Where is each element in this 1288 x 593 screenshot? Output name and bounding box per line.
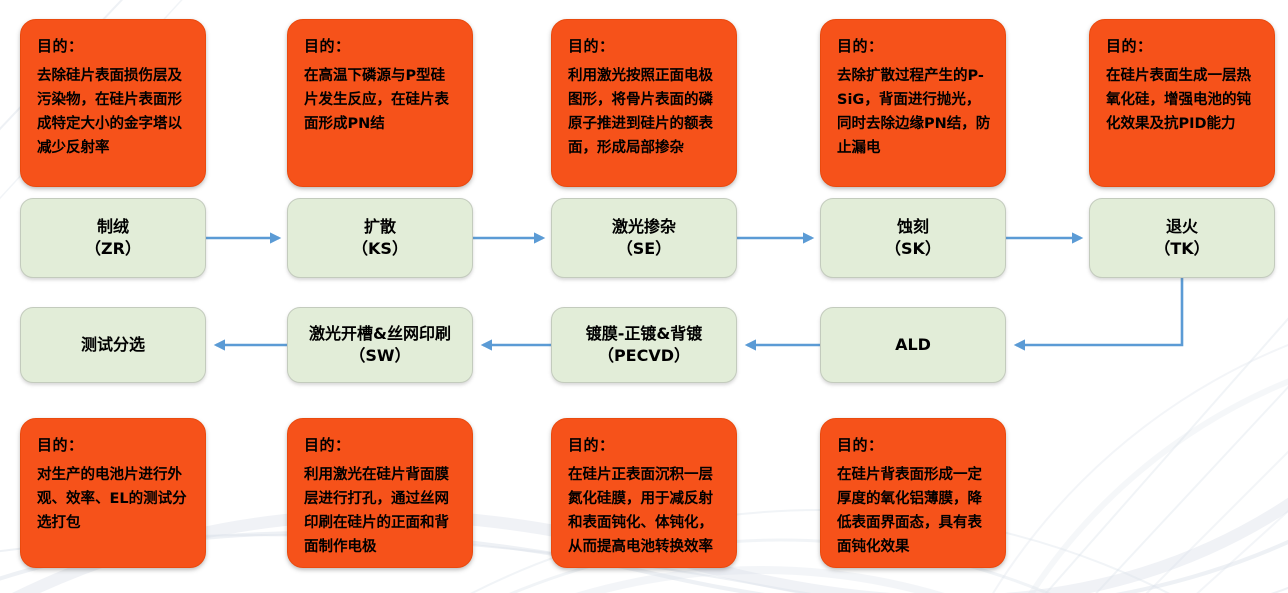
- purpose-heading: 目的：: [837, 436, 884, 454]
- step-name: 镀膜-正镀&背镀: [585, 324, 703, 343]
- purpose-box-ald: 目的： 在硅片背表面形成一定厚度的氧化铝薄膜，降低表面界面态，具有表面钝化效果: [820, 418, 1006, 568]
- purpose-box-sw: 目的： 利用激光在硅片背面膜层进行打孔，通过丝网印刷在硅片的正面和背面制作电极: [287, 418, 473, 568]
- step-name: 退火: [1165, 217, 1198, 236]
- step-box-tk: 退火 （TK）: [1089, 198, 1275, 278]
- step-code: （PECVD）: [597, 346, 691, 365]
- step-box-test-sort: 测试分选: [20, 307, 206, 383]
- step-code: （SK）: [885, 239, 941, 258]
- step-code: （SW）: [349, 346, 411, 365]
- purpose-heading: 目的：: [37, 436, 84, 454]
- purpose-box-se: 目的： 利用激光按照正面电极图形，将骨片表面的磷原子推进到硅片的额表面，形成局部…: [551, 19, 737, 187]
- purpose-box-sk: 目的： 去除扩散过程产生的P-SiG，背面进行抛光，同时去除边缘PN结，防止漏电: [820, 19, 1006, 187]
- purpose-heading: 目的：: [837, 37, 884, 55]
- step-box-sw: 激光开槽&丝网印刷 （SW）: [287, 307, 473, 383]
- step-box-zr: 制绒 （ZR）: [20, 198, 206, 278]
- step-name: ALD: [895, 335, 931, 354]
- purpose-heading: 目的：: [568, 37, 615, 55]
- step-name: 激光掺杂: [611, 217, 676, 236]
- purpose-text: 对生产的电池片进行外观、效率、EL的测试分选打包: [37, 467, 187, 531]
- purpose-text: 在硅片正表面沉积一层氮化硅膜，用于减反射和表面钝化、体钝化，从而提高电池转换效率: [568, 467, 713, 555]
- step-box-pecvd: 镀膜-正镀&背镀 （PECVD）: [551, 307, 737, 383]
- purpose-text: 在硅片表面生成一层热氧化硅，增强电池的钝化效果及抗PID能力: [1106, 68, 1251, 132]
- step-box-se: 激光掺杂 （SE）: [551, 198, 737, 278]
- purpose-text: 去除扩散过程产生的P-SiG，背面进行抛光，同时去除边缘PN结，防止漏电: [837, 68, 991, 156]
- purpose-text: 在高温下磷源与P型硅片发生反应，在硅片表面形成PN结: [304, 68, 449, 132]
- purpose-box-pecvd: 目的： 在硅片正表面沉积一层氮化硅膜，用于减反射和表面钝化、体钝化，从而提高电池…: [551, 418, 737, 568]
- purpose-box-test-sort: 目的： 对生产的电池片进行外观、效率、EL的测试分选打包: [20, 418, 206, 568]
- purpose-box-tk: 目的： 在硅片表面生成一层热氧化硅，增强电池的钝化效果及抗PID能力: [1089, 19, 1275, 187]
- step-box-ald: ALD: [820, 307, 1006, 383]
- purpose-heading: 目的：: [1106, 37, 1153, 55]
- purpose-text: 利用激光在硅片背面膜层进行打孔，通过丝网印刷在硅片的正面和背面制作电极: [304, 467, 449, 555]
- step-name: 测试分选: [80, 335, 145, 354]
- purpose-box-ks: 目的： 在高温下磷源与P型硅片发生反应，在硅片表面形成PN结: [287, 19, 473, 187]
- step-name: 扩散: [363, 217, 396, 236]
- step-code: （ZR）: [85, 239, 141, 258]
- step-box-sk: 蚀刻 （SK）: [820, 198, 1006, 278]
- step-name: 制绒: [96, 217, 129, 236]
- purpose-heading: 目的：: [568, 436, 615, 454]
- purpose-text: 去除硅片表面损伤层及污染物，在硅片表面形成特定大小的金字塔以减少反射率: [37, 68, 182, 156]
- purpose-heading: 目的：: [304, 436, 351, 454]
- purpose-text: 利用激光按照正面电极图形，将骨片表面的磷原子推进到硅片的额表面，形成局部掺杂: [568, 68, 713, 156]
- purpose-text: 在硅片背表面形成一定厚度的氧化铝薄膜，降低表面界面态，具有表面钝化效果: [837, 467, 982, 555]
- step-name: 蚀刻: [896, 217, 929, 236]
- purpose-heading: 目的：: [37, 37, 84, 55]
- arrow-elbow-tk-ald: [1013, 278, 1184, 351]
- purpose-heading: 目的：: [304, 37, 351, 55]
- step-code: （KS）: [352, 239, 408, 258]
- purpose-box-zr: 目的： 去除硅片表面损伤层及污染物，在硅片表面形成特定大小的金字塔以减少反射率: [20, 19, 206, 187]
- step-name: 激光开槽&丝网印刷: [309, 324, 451, 343]
- step-code: （TK）: [1154, 239, 1210, 258]
- step-code: （SE）: [616, 239, 672, 258]
- step-box-ks: 扩散 （KS）: [287, 198, 473, 278]
